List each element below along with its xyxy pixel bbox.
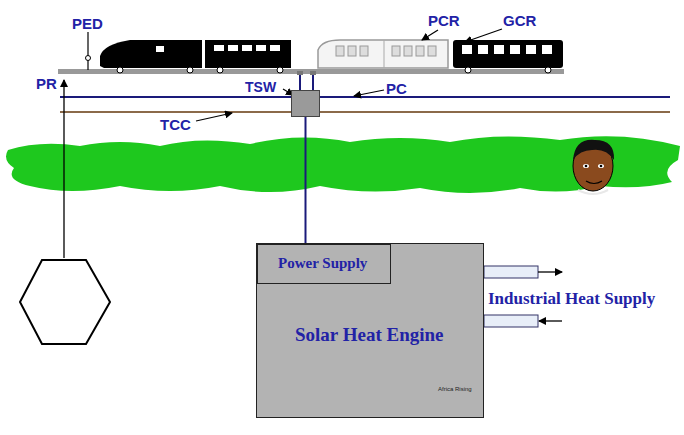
callout-label: PR xyxy=(36,75,57,92)
heat-supply-label: Industrial Heat Supply xyxy=(488,289,655,309)
power-supply-box: Power Supply xyxy=(257,244,391,284)
ped-post xyxy=(87,32,88,70)
ped-dot xyxy=(86,56,91,61)
leader-line xyxy=(354,90,384,96)
pr-arrow xyxy=(63,80,64,258)
rail-track xyxy=(58,69,564,74)
commuter-train xyxy=(318,40,448,68)
power-feed-line xyxy=(305,117,307,244)
logo-text: Africa Rising xyxy=(438,386,472,392)
node-text: TSW xyxy=(245,79,276,95)
leader-line xyxy=(422,30,438,40)
callout-label: PED xyxy=(72,15,103,32)
express-train xyxy=(100,40,291,73)
callout-label: TCC xyxy=(160,116,191,133)
pipe-arrow xyxy=(538,271,562,272)
leader-line xyxy=(465,29,502,42)
hexagon-shape xyxy=(20,260,110,344)
person-face xyxy=(573,140,614,194)
power-cable xyxy=(60,96,670,98)
rail-contact xyxy=(297,71,303,75)
callout-label: PCR xyxy=(428,12,460,29)
heat-pipe xyxy=(484,266,538,278)
telecom-cable xyxy=(60,111,670,113)
callout-label: GCR xyxy=(503,12,536,29)
heat-pipe xyxy=(484,315,538,327)
pipe-arrow xyxy=(539,320,562,321)
callout-label: PC xyxy=(386,80,407,97)
switch-box: TSW xyxy=(291,90,320,117)
rail-contact xyxy=(310,71,316,75)
green-ground xyxy=(6,136,680,193)
node-text: Solar Heat Engine xyxy=(295,324,444,346)
leader-line xyxy=(196,113,232,121)
node-text: Power Supply xyxy=(278,255,367,272)
goods-train xyxy=(453,40,563,73)
